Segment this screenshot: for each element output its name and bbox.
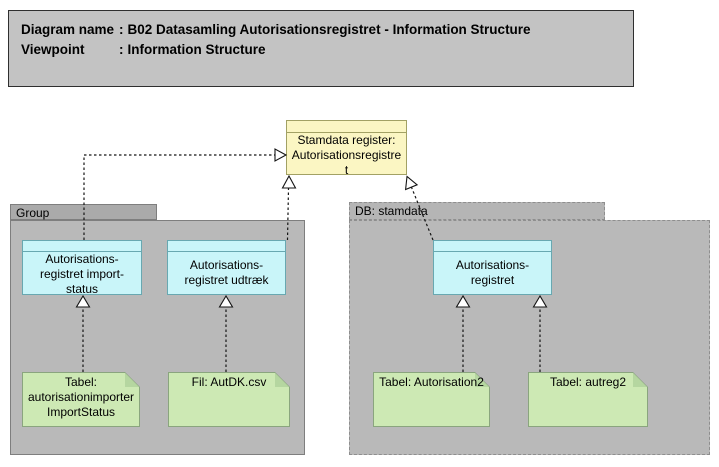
viewpoint-value: Information Structure [127,42,266,57]
hollow-triangle-arrowhead-icon [404,175,419,191]
note-tabel-autorisation2: Tabel: Autorisation2 [373,372,490,427]
viewpoint-label: Viewpoint [21,42,85,57]
hollow-triangle-arrowhead-icon [274,148,288,162]
object-title-band [434,241,551,252]
separator: : [119,42,124,57]
separator: : [119,22,124,37]
node-importstatus-label: Autorisations- registret import- status [39,252,125,296]
viewpoint-row: Viewpoint:Information Structure [21,40,623,60]
node-udtraek-label: Autorisations- registret udtræk [184,258,269,287]
object-title-band [168,241,285,252]
note-autreg2-label: Tabel: autreg2 [549,375,627,389]
diagram-title-box: Diagram name:B02 Datasamling Autorisatio… [8,10,634,87]
note-importstatus-label: Tabel: autorisationimporter ImportStatus [27,375,135,419]
db-stamdata-folder-tab: DB: stamdata [349,202,605,220]
diagram-name-row: Diagram name:B02 Datasamling Autorisatio… [21,20,623,40]
node-autorisationsregistret-importstatus: Autorisations- registret import- status [22,240,142,296]
node-stamdata-register: Stamdata register: Autorisationsregistre… [286,120,407,177]
diagram-name-label: Diagram name [21,22,115,37]
diagram-name-value: B02 Datasamling Autorisationsregistret -… [127,22,531,37]
node-autorisationsregistret-udtraek: Autorisations- registret udtræk [167,240,286,295]
db-stamdata-folder-label: DB: stamdata [355,204,428,218]
note-fil-autdk-csv: Fil: AutDK.csv [168,372,290,427]
node-autorisationsregistret-db: Autorisations- registret [433,240,552,295]
group-folder-label: Group [16,206,50,220]
object-title-band [287,121,406,133]
node-autorisationsregistret-db-label: Autorisations- registret [455,258,530,287]
object-title-band [23,241,141,252]
note-autdk-label: Fil: AutDK.csv [191,375,267,389]
note-autorisation2-label: Tabel: Autorisation2 [379,375,484,389]
node-stamdata-register-label: Stamdata register: Autorisationsregistre… [291,133,402,177]
note-tabel-autreg2: Tabel: autreg2 [528,372,648,427]
note-tabel-autorisationimporterimportstatus: Tabel: autorisationimporter ImportStatus [22,372,140,427]
group-folder-tab: Group [10,204,157,220]
